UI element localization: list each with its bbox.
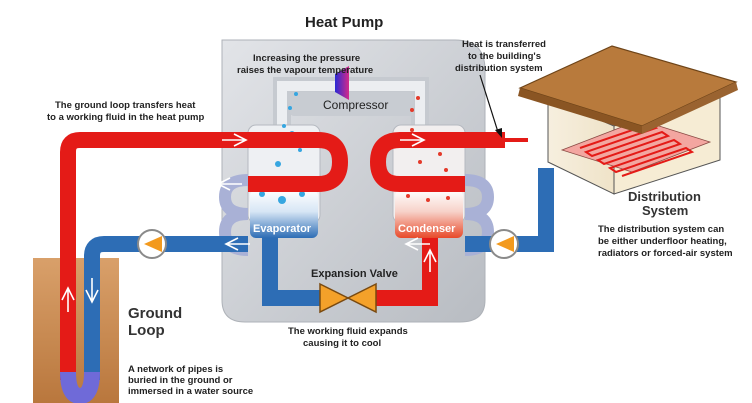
ground-u-bend [60, 371, 100, 403]
distribution-note-line-1: The distribution system can [598, 224, 724, 235]
ground-pump-icon [137, 229, 167, 259]
ground-loop-title-line-1: Ground [128, 305, 182, 322]
distribution-title-line-1: Distribution [628, 189, 701, 204]
ground-note-line-1: The ground loop transfers heat [55, 100, 196, 111]
distribution-note-line-3: radiators or forced-air system [598, 248, 733, 259]
compressor-loop-inner [277, 81, 425, 140]
valve-cold-pipe [262, 238, 320, 306]
ground-note-line-2: to a working fluid in the heat pump [47, 112, 204, 123]
evaporator-chamber [250, 190, 318, 238]
ground-cold-pipe [84, 236, 248, 380]
expansion-note-line-1: The working fluid expands [288, 326, 408, 337]
compressor-icon [335, 66, 349, 100]
compressor-body [290, 92, 414, 116]
heat-pump-title: Heat Pump [305, 14, 383, 31]
pressure-note-line-1: Increasing the pressure [253, 53, 360, 64]
compressor-label: Compressor [323, 98, 388, 112]
distribution-hot-pipe [369, 132, 505, 192]
transfer-pointer-head [495, 128, 502, 138]
pressure-note-line-2: raises the vapour temperature [237, 65, 373, 76]
condenser-chamber [395, 190, 463, 238]
ground-bottom-note-line-3: immersed in a water source [128, 386, 253, 397]
expansion-valve-label: Expansion Valve [311, 268, 398, 280]
transfer-note-line-2: to the building's [468, 51, 541, 62]
transfer-pointer [479, 74, 499, 133]
distribution-note-line-2: be either underfloor heating, [598, 236, 727, 247]
underfloor-heating-coil [579, 122, 695, 177]
transfer-note-line-3: distribution system [455, 63, 543, 74]
distribution-pump-icon [489, 229, 519, 259]
expansion-valve-icon [319, 282, 350, 314]
transfer-note-line-1: Heat is transferred [462, 39, 546, 50]
expansion-valve-icon-right [346, 282, 377, 314]
condenser-bubbles [406, 96, 450, 202]
ground-bottom-note-line-2: buried in the ground or [128, 375, 233, 386]
ground-loop-title-line-2: Loop [128, 322, 165, 339]
condenser-label: Condenser [398, 223, 456, 235]
expansion-note-line-2: causing it to cool [303, 338, 381, 349]
flow-arrows [61, 133, 437, 312]
house-illustration [518, 45, 738, 195]
distribution-title-line-2: System [642, 203, 688, 218]
ground-hot-pipe [60, 132, 348, 380]
evaporator-label: Evaporator [253, 223, 312, 235]
ground-bottom-note-line-1: A network of pipes is [128, 364, 223, 375]
